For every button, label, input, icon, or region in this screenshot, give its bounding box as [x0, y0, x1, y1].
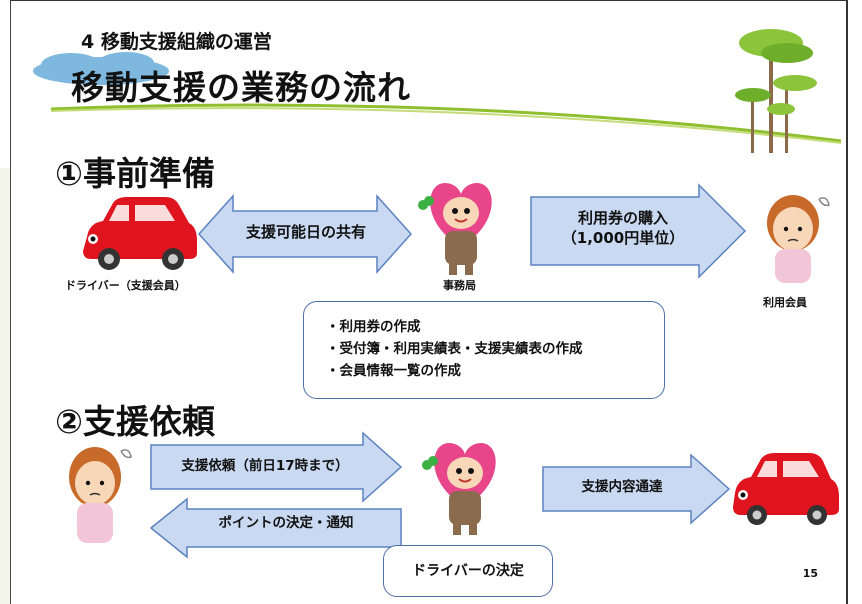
arrow-notify-label: 支援内容通達 — [581, 479, 663, 495]
member-caption: 利用会員 — [763, 296, 807, 309]
driver-caption: ドライバー（支援会員） — [65, 279, 186, 292]
office-caption: 事務局 — [443, 279, 476, 292]
arrow-request — [150, 431, 403, 503]
office-tasks-box: ・利用券の作成 ・受付簿・利用実績表・支援実績表の作成 ・会員情報一覧の作成 — [303, 301, 665, 399]
double-arrow-share — [197, 194, 413, 274]
arrow-request-label: 支援依頼（前日17時まで） — [181, 458, 349, 474]
task-item: ・利用券の作成 — [326, 319, 421, 335]
title-underline — [50, 103, 842, 144]
arrow-notify — [542, 453, 731, 525]
task-item: ・会員情報一覧の作成 — [326, 363, 461, 379]
slide-subtitle: 4 移動支援組織の運営 — [81, 31, 272, 53]
cloud-icon — [33, 52, 169, 85]
woman-icon — [69, 447, 132, 543]
arrow-purchase-label: 利用券の購入 （1,000円単位） — [533, 208, 713, 249]
task-item: ・受付簿・利用実績表・支援実績表の作成 — [326, 341, 583, 357]
section2-heading: ②支援依頼 — [55, 402, 215, 441]
arrow-points — [149, 497, 402, 559]
page-number: 15 — [802, 567, 818, 580]
arrow-share-label: 支援可能日の共有 — [245, 223, 366, 241]
slide: 4 移動支援組織の運営 移動支援の業務の流れ ①事前準備 ドライバー（支援会員）… — [10, 0, 848, 604]
woman-icon — [767, 195, 830, 283]
office-tasks-list: ・利用券の作成 ・受付簿・利用実績表・支援実績表の作成 ・会員情報一覧の作成 — [326, 316, 583, 382]
arrow-purchase-line2: （1,000円単位） — [561, 229, 685, 248]
red-car-icon — [83, 197, 197, 270]
heart-mascot-icon — [418, 183, 492, 275]
tree-icon — [735, 29, 817, 153]
heart-mascot-icon — [422, 443, 496, 535]
arrow-points-label: ポイントの決定・通知 — [218, 515, 354, 531]
slide-title: 移動支援の業務の流れ — [71, 68, 411, 107]
driver-decision-label: ドライバーの決定 — [412, 563, 524, 579]
red-car-icon — [733, 453, 839, 525]
arrow-purchase-line1: 利用券の購入 — [577, 209, 668, 227]
arrow-purchase — [530, 183, 747, 279]
section1-heading: ①事前準備 — [55, 154, 215, 193]
driver-decision-box: ドライバーの決定 — [383, 545, 553, 597]
